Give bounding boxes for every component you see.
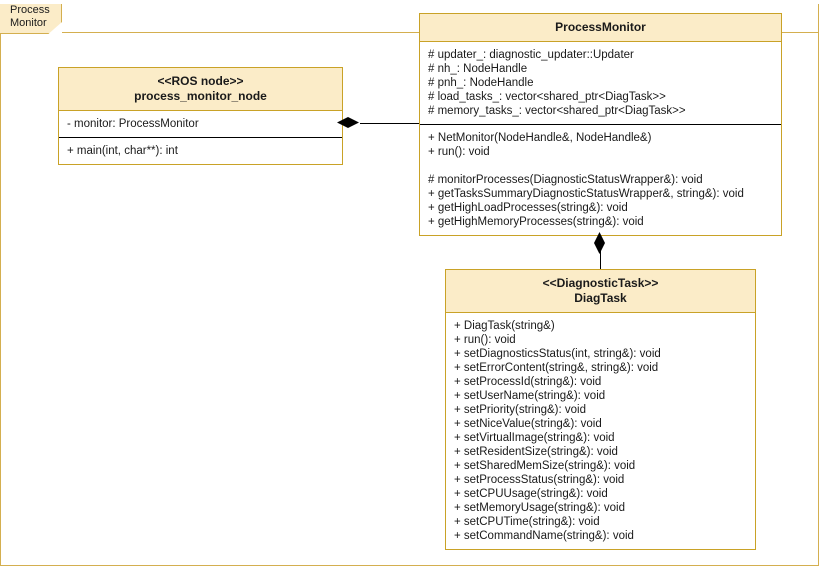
class-header-process-monitor-node: <<ROS node>> process_monitor_node bbox=[59, 68, 342, 111]
operation-row: # monitorProcesses(DiagnosticStatusWrapp… bbox=[428, 174, 703, 186]
attribute-row: # pnh_: NodeHandle bbox=[428, 77, 534, 89]
class-operations-process-monitor: + NetMonitor(NodeHandle&, NodeHandle&) +… bbox=[420, 124, 781, 235]
class-header-process-monitor: ProcessMonitor bbox=[420, 14, 781, 42]
class-box-process-monitor[interactable]: ProcessMonitor # updater_: diagnostic_up… bbox=[419, 13, 782, 236]
operation-row: + setPriority(string&): void bbox=[454, 404, 586, 416]
attribute-row: - monitor: ProcessMonitor bbox=[67, 118, 199, 130]
operation-row: + getHighMemoryProcesses(string&): void bbox=[428, 216, 644, 228]
class-attributes-process-monitor: # updater_: diagnostic_updater::Updater … bbox=[420, 42, 781, 124]
operation-row-spacer bbox=[428, 159, 773, 173]
package-tab bbox=[0, 4, 62, 34]
operation-row: + setCPUTime(string&): void bbox=[454, 516, 600, 528]
composition-diamond-icon-diag-task bbox=[594, 232, 605, 254]
class-header-diag-task: <<DiagnosticTask>> DiagTask bbox=[446, 270, 755, 313]
operation-row: + getTasksSummaryDiagnosticStatusWrapper… bbox=[428, 188, 744, 200]
operation-row: + getHighLoadProcesses(string&): void bbox=[428, 202, 628, 214]
operation-row: + run(): void bbox=[428, 146, 490, 158]
attribute-row: # updater_: diagnostic_updater::Updater bbox=[428, 49, 634, 61]
class-operations-diag-task: + DiagTask(string&) + run(): void + setD… bbox=[446, 313, 755, 549]
operation-row: + setCPUUsage(string&): void bbox=[454, 488, 608, 500]
package-tab-label: Process Monitor bbox=[10, 4, 50, 29]
class-box-diag-task[interactable]: <<DiagnosticTask>> DiagTask + DiagTask(s… bbox=[445, 269, 756, 550]
package-frame bbox=[0, 4, 819, 566]
operation-row: + setMemoryUsage(string&): void bbox=[454, 502, 625, 514]
operation-row: + DiagTask(string&) bbox=[454, 320, 555, 332]
operation-row: + setProcessId(string&): void bbox=[454, 376, 602, 388]
operation-row: + setUserName(string&): void bbox=[454, 390, 606, 402]
attribute-row: # memory_tasks_: vector<shared_ptr<DiagT… bbox=[428, 105, 686, 117]
operation-row: + setErrorContent(string&, string&): voi… bbox=[454, 362, 659, 374]
operation-row: + setProcessStatus(string&): void bbox=[454, 474, 625, 486]
operation-row: + setResidentSize(string&): void bbox=[454, 446, 618, 458]
operation-row: + NetMonitor(NodeHandle&, NodeHandle&) bbox=[428, 132, 652, 144]
class-attributes-process-monitor-node: - monitor: ProcessMonitor bbox=[59, 111, 342, 137]
attribute-row: # nh_: NodeHandle bbox=[428, 63, 528, 75]
operation-row: + setSharedMemSize(string&): void bbox=[454, 460, 636, 472]
composition-diamond-icon-node bbox=[337, 117, 359, 128]
operation-row: + setNiceValue(string&): void bbox=[454, 418, 602, 430]
attribute-row: # load_tasks_: vector<shared_ptr<DiagTas… bbox=[428, 91, 666, 103]
class-operations-process-monitor-node: + main(int, char**): int bbox=[59, 137, 342, 164]
composition-edge-process-monitor-to-diag-task bbox=[599, 240, 601, 269]
operation-row: + run(): void bbox=[454, 334, 516, 346]
operation-row: + setDiagnosticsStatus(int, string&): vo… bbox=[454, 348, 661, 360]
class-box-process-monitor-node[interactable]: <<ROS node>> process_monitor_node - moni… bbox=[58, 67, 343, 165]
operation-row: + main(int, char**): int bbox=[67, 145, 178, 157]
composition-edge-node-to-process-monitor bbox=[360, 122, 419, 124]
operation-row: + setCommandName(string&): void bbox=[454, 530, 634, 542]
operation-row: + setVirtualImage(string&): void bbox=[454, 432, 615, 444]
